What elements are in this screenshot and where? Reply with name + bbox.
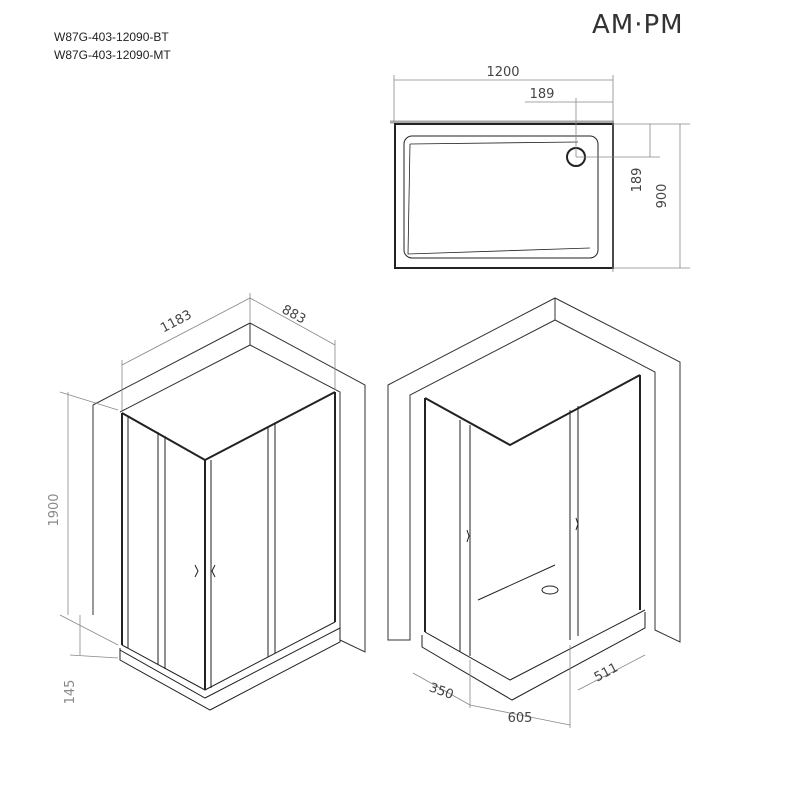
left-view-enclosure — [119, 391, 341, 711]
dim-145: 145 — [63, 680, 78, 705]
door-handle-icon — [466, 517, 579, 543]
right-view-enclosure — [421, 374, 646, 701]
right-view-wall — [387, 297, 681, 643]
model-code-mt: W87G-403-12090-MT — [54, 48, 171, 62]
left-view-wall — [92, 322, 366, 653]
drain-icon — [541, 585, 559, 595]
model-code-bt: W87G-403-12090-BT — [54, 30, 169, 44]
left-view-dimensions — [59, 293, 336, 659]
dim-189-x: 189 — [530, 87, 555, 102]
brand-logo: AM·PM — [592, 10, 684, 40]
dim-350: 350 — [427, 680, 455, 703]
right-view-dimensions — [412, 645, 646, 728]
dim-1900: 1900 — [47, 493, 62, 526]
dim-1183: 1183 — [158, 308, 194, 337]
top-view-tray — [390, 120, 614, 269]
door-handle-icon — [194, 564, 216, 578]
dim-189-y: 189 — [630, 168, 645, 193]
dim-1200: 1200 — [486, 65, 519, 80]
top-view-dimensions — [393, 75, 690, 272]
dim-605: 605 — [508, 711, 533, 726]
dim-900: 900 — [655, 184, 670, 209]
dim-883: 883 — [279, 302, 308, 327]
dim-511: 511 — [592, 660, 621, 685]
